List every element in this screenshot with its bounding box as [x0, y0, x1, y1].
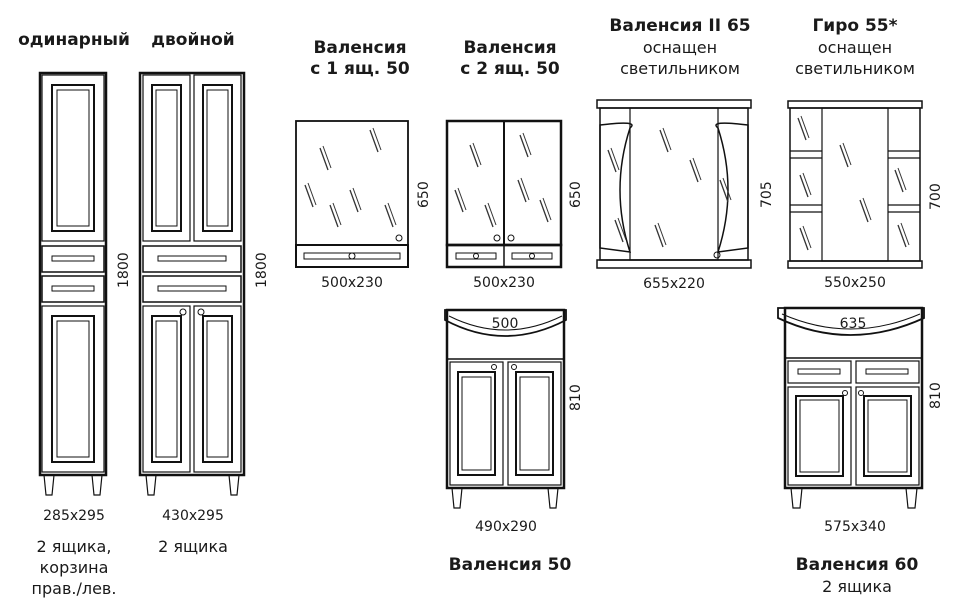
column-single-size: 285x295 [43, 508, 105, 524]
column-double-title: двойной [151, 30, 235, 50]
mirror-4-title-1: Гиро 55* [812, 16, 898, 36]
mirror-4-title-2: оснащен [817, 38, 893, 57]
vanity-50-size: 490x290 [475, 519, 537, 535]
vanity-60-drawing [777, 306, 925, 509]
mirror-2-drawing [445, 119, 563, 269]
mirror-2-title-1: Валенсия [463, 38, 557, 58]
vanity-60-size: 575x340 [824, 519, 886, 535]
mirror-2-size: 500x230 [473, 275, 535, 291]
column-double-size: 430x295 [162, 508, 224, 524]
mirror-4-title-3: светильником [795, 59, 915, 78]
column-double-note: 2 ящика [158, 537, 228, 556]
column-single-note-3: прав./лев. [31, 579, 117, 598]
column-single-drawing [38, 71, 108, 496]
vanity-50-sink-width: 500 [491, 316, 519, 332]
mirror-3-size: 655x220 [643, 276, 705, 292]
mirror-1-title-2: с 1 ящ. 50 [310, 59, 410, 79]
mirror-3-height: 705 [759, 181, 775, 208]
mirror-1-title-1: Валенсия [313, 38, 407, 58]
vanity-60-height: 810 [928, 382, 944, 409]
mirror-2-title-2: с 2 ящ. 50 [460, 59, 560, 79]
column-double-height: 1800 [254, 252, 270, 288]
mirror-1-size: 500x230 [321, 275, 383, 291]
mirror-3-title-1: Валенсия II 65 [609, 16, 751, 36]
mirror-3-title-2: оснащен [642, 38, 718, 57]
mirror-1-drawing [295, 120, 409, 268]
mirror-4-drawing [787, 100, 923, 269]
vanity-50-title: Валенсия 50 [448, 555, 572, 575]
vanity-60-sink-width: 635 [839, 316, 867, 332]
column-single-height: 1800 [116, 252, 132, 288]
column-single-note-1: 2 ящика, [36, 537, 112, 556]
column-double-drawing [138, 71, 246, 496]
mirror-1-height: 650 [416, 181, 432, 208]
vanity-60-title: Валенсия 60 [795, 555, 919, 575]
mirror-3-drawing [596, 99, 752, 269]
mirror-3-title-3: светильником [620, 59, 740, 78]
mirror-4-height: 700 [928, 183, 944, 210]
column-single-title: одинарный [18, 30, 130, 50]
vanity-50-drawing [444, 308, 567, 509]
column-single-note-2: корзина [39, 558, 109, 577]
vanity-50-height: 810 [568, 384, 584, 411]
mirror-2-height: 650 [568, 181, 584, 208]
vanity-60-note: 2 ящика [822, 577, 892, 596]
mirror-4-size: 550x250 [824, 275, 886, 291]
